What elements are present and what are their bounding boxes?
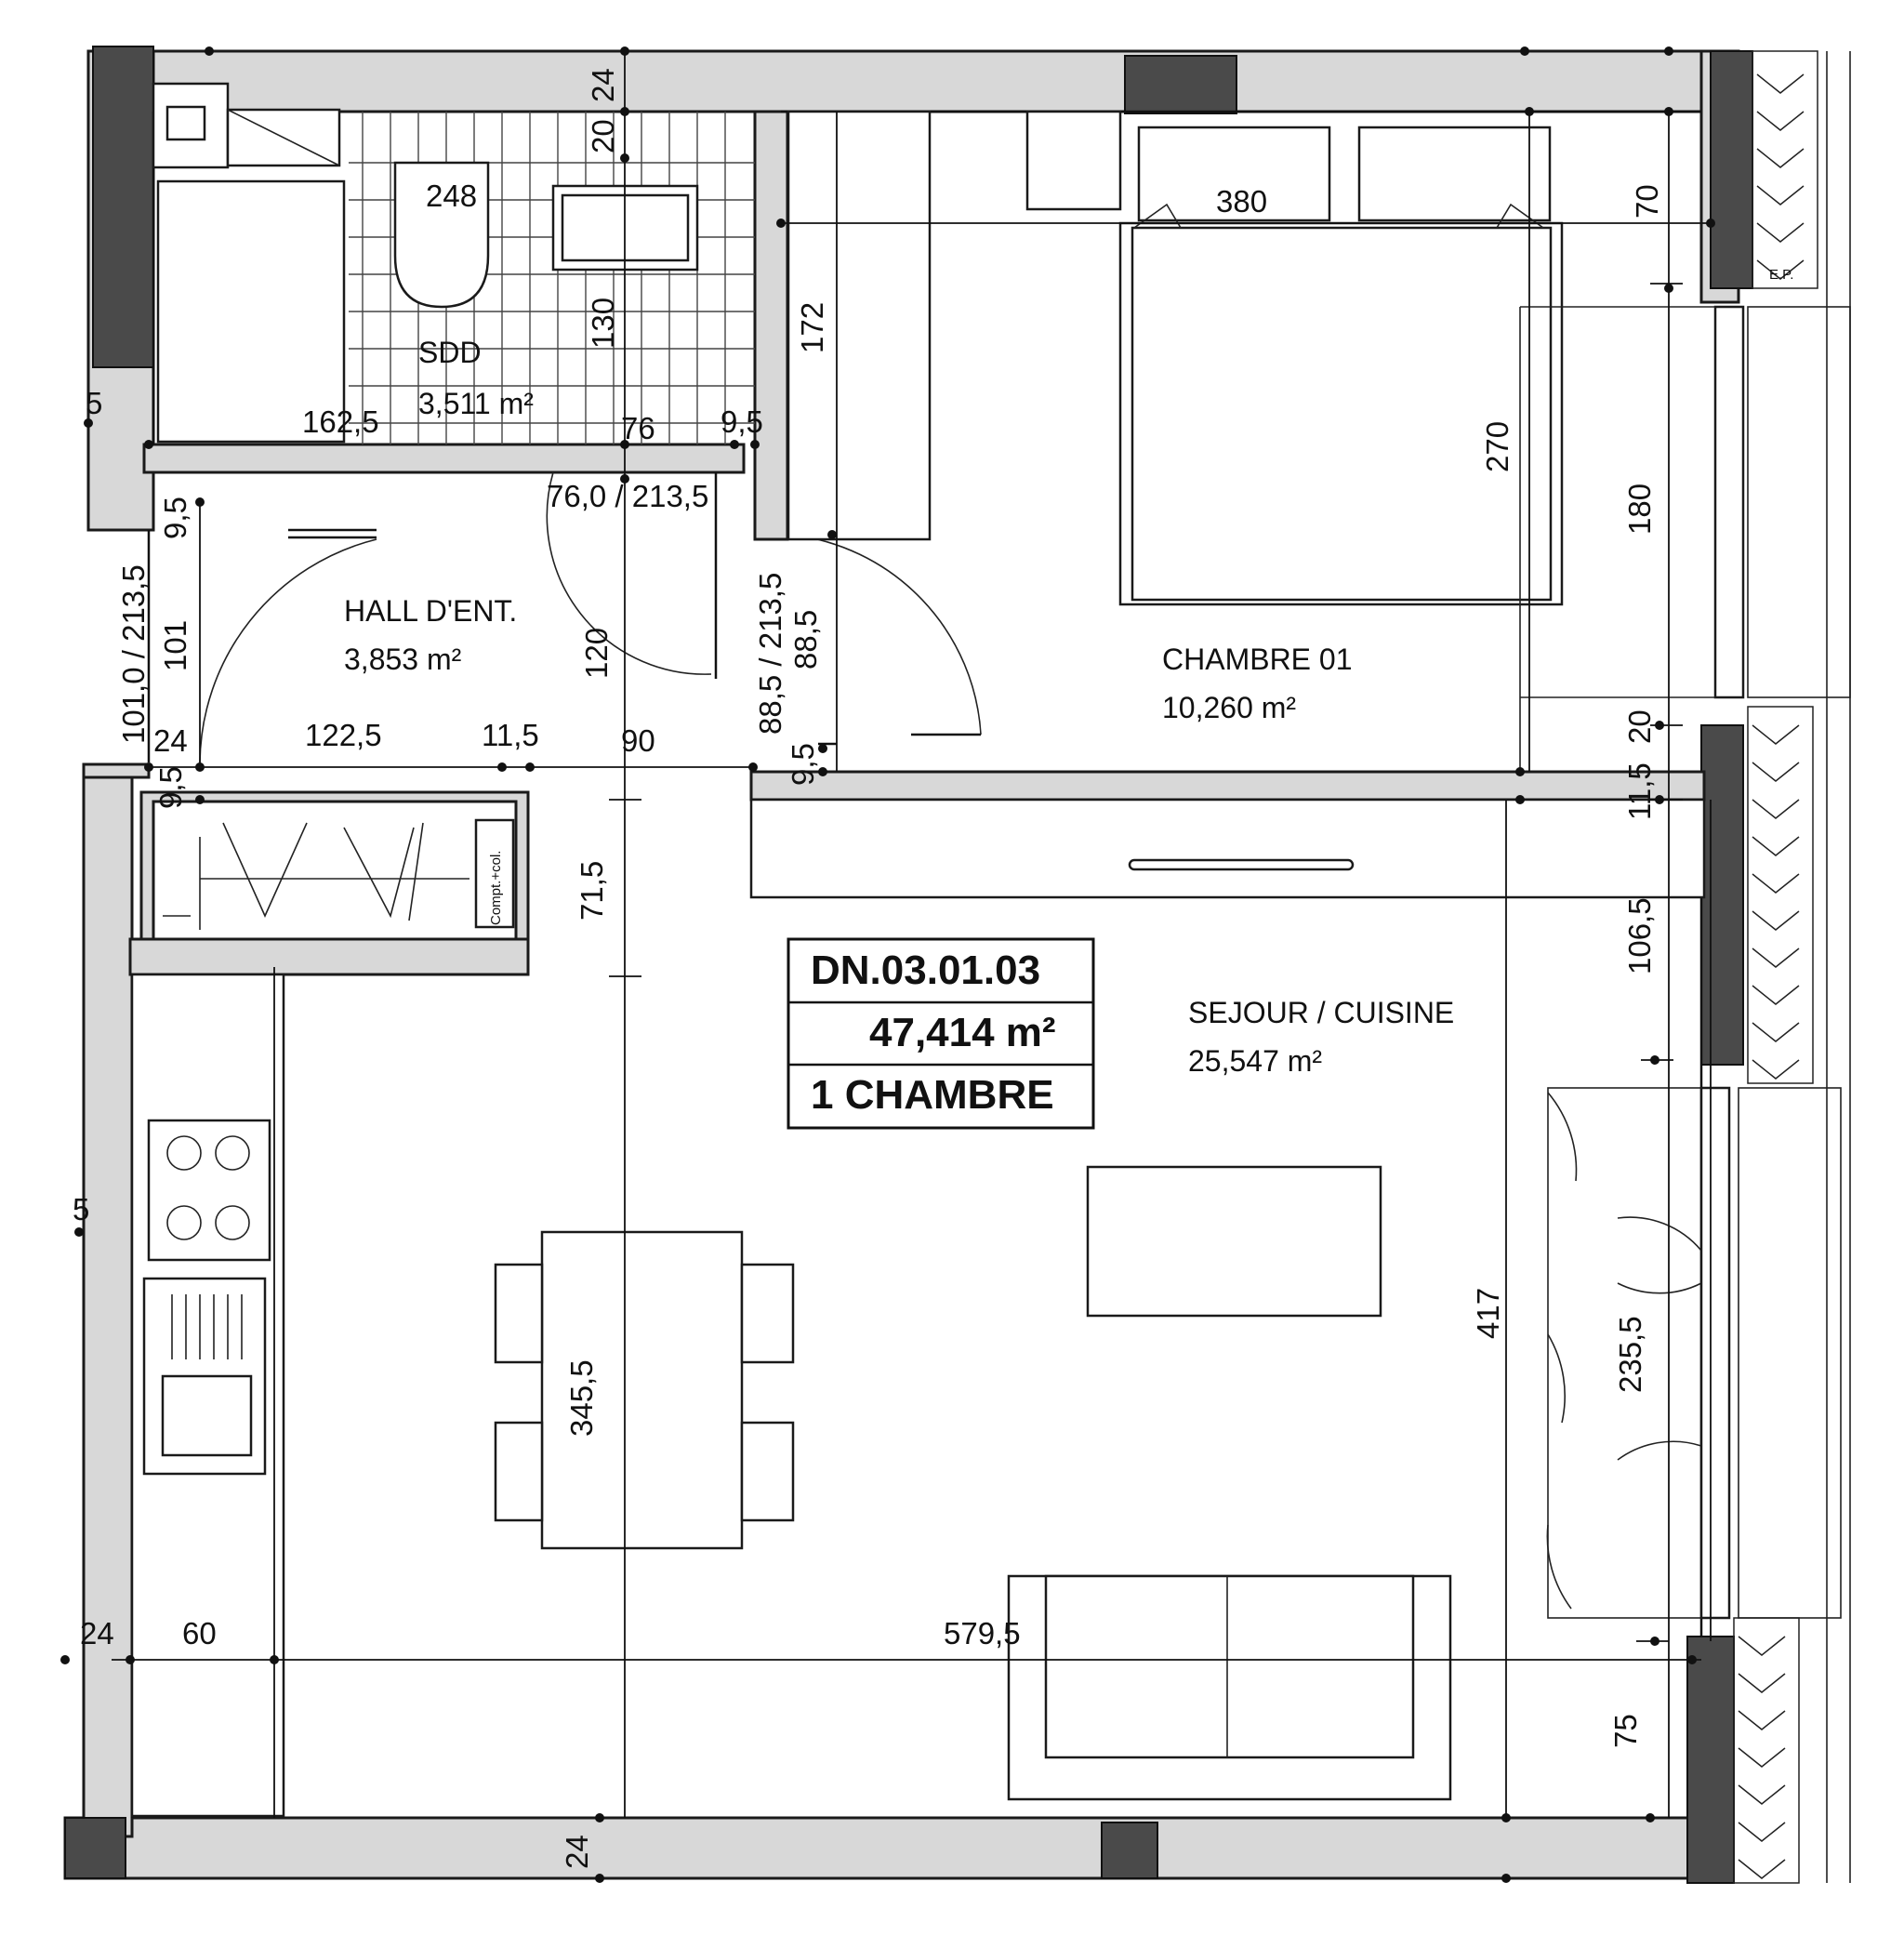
dim-270: 270 bbox=[1480, 421, 1514, 472]
wardrobe bbox=[787, 110, 932, 541]
dim-248: 248 bbox=[426, 179, 477, 213]
dim-76: 76 bbox=[621, 411, 655, 445]
coffee-table bbox=[1086, 1165, 1382, 1318]
pillar-top-right bbox=[1710, 50, 1753, 289]
dim-11-5-hall: 11,5 bbox=[482, 718, 539, 752]
shower-tray bbox=[156, 179, 346, 444]
dim-9-5-hall: 9,5 bbox=[158, 497, 192, 539]
sdd-chambre-wall bbox=[753, 110, 789, 541]
pillar-top-left bbox=[92, 46, 154, 368]
closet-top bbox=[1025, 110, 1122, 211]
hall-name: HALL D'ENT. bbox=[344, 594, 517, 628]
dim-101-213: 101,0 / 213,5 bbox=[116, 564, 151, 744]
dim-5-kitchen: 5 bbox=[73, 1192, 89, 1226]
dim-24-bottom-left: 24 bbox=[80, 1616, 114, 1650]
hall-living-wall bbox=[82, 762, 151, 779]
dim-71-5: 71,5 bbox=[575, 861, 609, 921]
dim-122-5: 122,5 bbox=[305, 718, 382, 752]
pillar-mid-right bbox=[1700, 724, 1744, 1066]
sdd-bathroom bbox=[152, 82, 755, 444]
chair bbox=[494, 1421, 544, 1522]
chair bbox=[740, 1263, 795, 1364]
dim-120: 120 bbox=[579, 628, 614, 679]
chambre-furniture bbox=[787, 110, 1851, 772]
dim-9-5-ch: 9,5 bbox=[786, 743, 820, 786]
hob bbox=[147, 1119, 271, 1262]
dim-20-top: 20 bbox=[586, 119, 620, 153]
sdd-bottom-wall bbox=[142, 443, 746, 474]
dim-417: 417 bbox=[1471, 1288, 1505, 1339]
dim-88-5: 88,5 bbox=[788, 610, 823, 669]
top-wall bbox=[91, 49, 1712, 113]
unit-type: 1 CHAMBRE bbox=[811, 1072, 1054, 1118]
tech-cabinet: Compt.+col. bbox=[163, 818, 515, 930]
bottom-wall bbox=[63, 1816, 1731, 1880]
bedside-right bbox=[1357, 126, 1552, 222]
bedside-left bbox=[1137, 126, 1331, 222]
cabinet-bottom-wall bbox=[128, 937, 530, 976]
dim-5-left: 5 bbox=[86, 386, 102, 420]
dim-235-5: 235,5 bbox=[1613, 1316, 1647, 1393]
pillar-bottom-left bbox=[64, 1817, 126, 1879]
chair bbox=[740, 1421, 795, 1522]
meter-label: Compt.+col. bbox=[488, 851, 504, 925]
sdd-area: 3,511 m² bbox=[418, 387, 534, 420]
pillar-bottom-right bbox=[1686, 1636, 1735, 1884]
sdd-name: SDD bbox=[418, 336, 482, 369]
dim-172: 172 bbox=[795, 302, 829, 353]
title-block: DN.03.01.03 47,414 m² 1 CHAMBRE bbox=[787, 937, 1095, 1130]
dimension-lines bbox=[60, 46, 1715, 1883]
dim-88-5-213: 88,5 / 213,5 bbox=[753, 573, 787, 735]
sdd-door-swing bbox=[546, 471, 712, 675]
facade-insulation bbox=[1733, 50, 1851, 1884]
dim-106-5: 106,5 bbox=[1622, 897, 1657, 974]
chambre-area: 10,260 m² bbox=[1162, 691, 1296, 724]
entrance-door-swing bbox=[199, 538, 377, 763]
dim-11-5-right: 11,5 bbox=[1622, 762, 1657, 820]
dim-20-right: 20 bbox=[1622, 709, 1657, 744]
left-wall-lower bbox=[82, 765, 134, 1838]
chambre-door-swing bbox=[789, 534, 982, 736]
dim-24-hall: 24 bbox=[153, 723, 188, 758]
ep-label: E.P. bbox=[1769, 267, 1793, 283]
toilet bbox=[393, 161, 490, 309]
door-swings bbox=[199, 471, 1702, 1610]
dim-76-213: 76,0 / 213,5 bbox=[547, 479, 708, 513]
dim-180: 180 bbox=[1622, 484, 1657, 535]
chambre-window bbox=[1713, 305, 1745, 699]
dim-162-5: 162,5 bbox=[302, 404, 379, 439]
pillar-top bbox=[1124, 55, 1237, 114]
hall-area: 3,853 m² bbox=[344, 643, 462, 676]
dim-101: 101 bbox=[158, 620, 192, 671]
sejour-name: SEJOUR / CUISINE bbox=[1188, 996, 1454, 1029]
dim-345-5: 345,5 bbox=[564, 1359, 599, 1437]
dim-75: 75 bbox=[1608, 1714, 1643, 1748]
sejour-area: 25,547 m² bbox=[1188, 1044, 1322, 1078]
unit-total-area: 47,414 m² bbox=[869, 1010, 1056, 1055]
dim-380: 380 bbox=[1216, 184, 1267, 219]
pillar-bottom bbox=[1101, 1822, 1158, 1879]
exterior-walls bbox=[63, 46, 1753, 1884]
dim-24-top: 24 bbox=[586, 68, 620, 102]
dim-9-5-cab: 9,5 bbox=[153, 766, 188, 809]
dining-table bbox=[540, 1230, 744, 1550]
dim-579-5: 579,5 bbox=[944, 1616, 1021, 1650]
room-labels: SDD 3,511 m² HALL D'ENT. 3,853 m² CHAMBR… bbox=[344, 267, 1793, 1078]
unit-reference: DN.03.01.03 bbox=[811, 948, 1040, 993]
interior-walls bbox=[82, 110, 1706, 976]
dim-90: 90 bbox=[621, 723, 655, 758]
dim-60: 60 bbox=[182, 1616, 217, 1650]
sejour-furniture bbox=[130, 798, 1842, 1818]
dimension-texts: 24 20 248 130 162,5 76 9,5 76,0 / 213,5 … bbox=[73, 68, 1664, 1869]
chambre-name: CHAMBRE 01 bbox=[1162, 643, 1353, 676]
chambre-bottom-wall bbox=[749, 770, 1706, 802]
dim-24-bottom: 24 bbox=[560, 1835, 594, 1869]
chair bbox=[494, 1263, 544, 1364]
meter-box bbox=[474, 818, 515, 929]
dim-70: 70 bbox=[1630, 184, 1664, 219]
dim-130: 130 bbox=[586, 298, 620, 349]
built-in-storage bbox=[749, 798, 1706, 899]
dim-9-5-sdd: 9,5 bbox=[721, 404, 763, 439]
